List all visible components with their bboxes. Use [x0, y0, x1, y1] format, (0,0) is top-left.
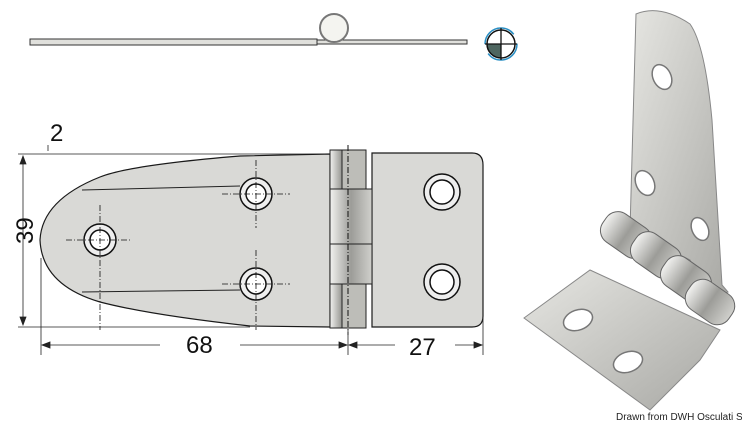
hinge-photo: [523, 10, 736, 411]
dimension-width: 39: [12, 217, 39, 244]
plan-view: [39, 145, 484, 335]
dimension-leaf-short: 27: [409, 334, 436, 361]
dimension-thickness: 2: [50, 120, 63, 147]
side-view: [29, 13, 468, 46]
dimension-lines: [18, 145, 484, 355]
dimension-leaf-long: 68: [186, 332, 213, 359]
projection-symbol-icon: [484, 27, 518, 61]
credit-text: Drawn from DWH Osculati SpA: [616, 412, 742, 423]
